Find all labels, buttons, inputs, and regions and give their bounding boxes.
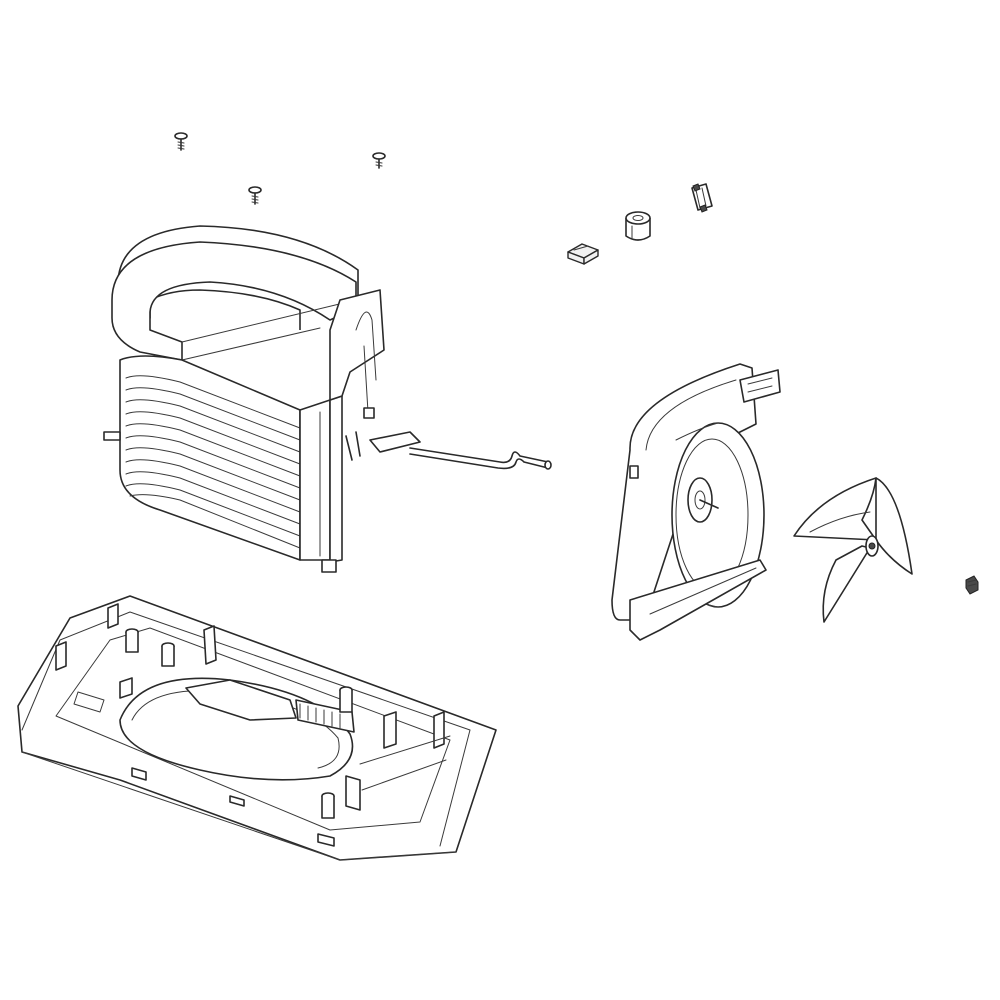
condenser-coil xyxy=(103,225,552,573)
clip-2 xyxy=(691,183,713,213)
nut xyxy=(965,575,979,595)
clip-1 xyxy=(567,243,599,265)
screw-3 xyxy=(248,186,262,205)
base-pan xyxy=(17,595,497,861)
fan-blade xyxy=(793,477,913,623)
bushing-1 xyxy=(625,211,651,241)
screw-2 xyxy=(372,152,386,169)
screw-1 xyxy=(174,132,188,151)
fan-shroud xyxy=(611,363,781,641)
